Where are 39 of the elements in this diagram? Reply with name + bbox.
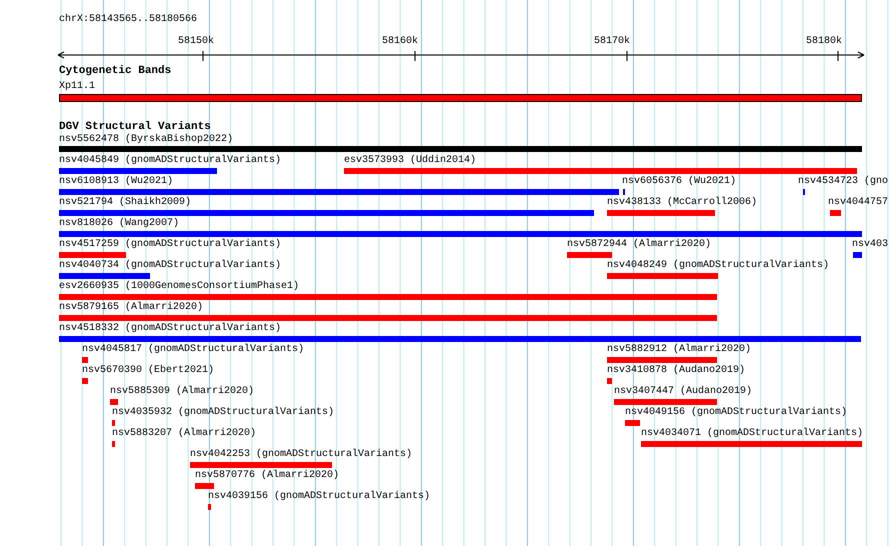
feature-label: nsv5882912 (Almarri2020) [607, 344, 752, 356]
feature-label: nsv5872944 (Almarri2020) [567, 239, 712, 251]
feature-label: nsv4517259 (gnomADStructuralVariants) [59, 239, 282, 251]
feature-label: nsv5562478 (ByrskaBishop2022) [59, 134, 234, 146]
feature-label: nsv5870776 (Almarri2020) [195, 470, 340, 482]
tick-label: 58160k [382, 36, 418, 48]
track-title: DGV Structural Variants [59, 121, 211, 133]
feature-label: nsv4045817 (gnomADStructuralVariants) [82, 344, 304, 356]
feature-label: nsv4518332 (gnomADStructuralVariants) [59, 323, 282, 335]
feature-label: nsv3407447 (Audano2019) [614, 386, 752, 398]
feature-label: nsv4034071 (gnomADStructuralVariants) [641, 428, 864, 440]
tick-label: 58180k [806, 36, 842, 48]
feature-label: Xp11.1 [59, 81, 96, 93]
feature-label: nsv5883207 (Almarri2020) [112, 428, 256, 440]
feature-label: nsv403 [852, 239, 888, 251]
feature-label: nsv4534723 (gno [798, 176, 888, 188]
track-title: Cytogenetic Bands [59, 65, 172, 77]
feature-label: nsv4044757 [828, 197, 888, 209]
feature-label: nsv6056376 (Wu2021) [622, 176, 736, 188]
feature-label: nsv5885309 (Almarri2020) [110, 386, 254, 398]
feature-label: nsv521794 (Shaikh2009) [59, 197, 192, 209]
feature-label: esv2660935 (1000GenomesConsortiumPhase1) [59, 281, 300, 293]
feature-label: nsv4035932 (gnomADStructuralVariants) [112, 407, 334, 419]
feature-label: nsv4040734 (gnomADStructuralVariants) [59, 260, 282, 272]
feature-label: esv3573993 (Uddin2014) [344, 155, 476, 167]
tick-label: 58170k [594, 36, 630, 48]
feature-label: nsv5879165 (Almarri2020) [59, 302, 204, 314]
feature-label: nsv4048249 (gnomADStructuralVariants) [607, 260, 830, 272]
tick-label: 58150k [178, 36, 214, 48]
feature-label: nsv3410878 (Audano2019) [607, 365, 746, 377]
feature-label: nsv438133 (McCarroll2006) [607, 197, 758, 209]
feature-label: nsv4042253 (gnomADStructuralVariants) [190, 449, 412, 461]
feature-label: nsv818026 (Wang2007) [59, 218, 180, 230]
feature-label: nsv6108913 (Wu2021) [59, 176, 174, 188]
feature-label: nsv4049156 (gnomADStructuralVariants) [625, 407, 848, 419]
feature-label: nsv4039156 (gnomADStructuralVariants) [208, 491, 430, 503]
feature-label: nsv4045849 (gnomADStructuralVariants) [59, 155, 282, 167]
chart-title: chrX:58143565..58180566 [59, 14, 198, 26]
feature-label: nsv5670390 (Ebert2021) [82, 365, 214, 377]
